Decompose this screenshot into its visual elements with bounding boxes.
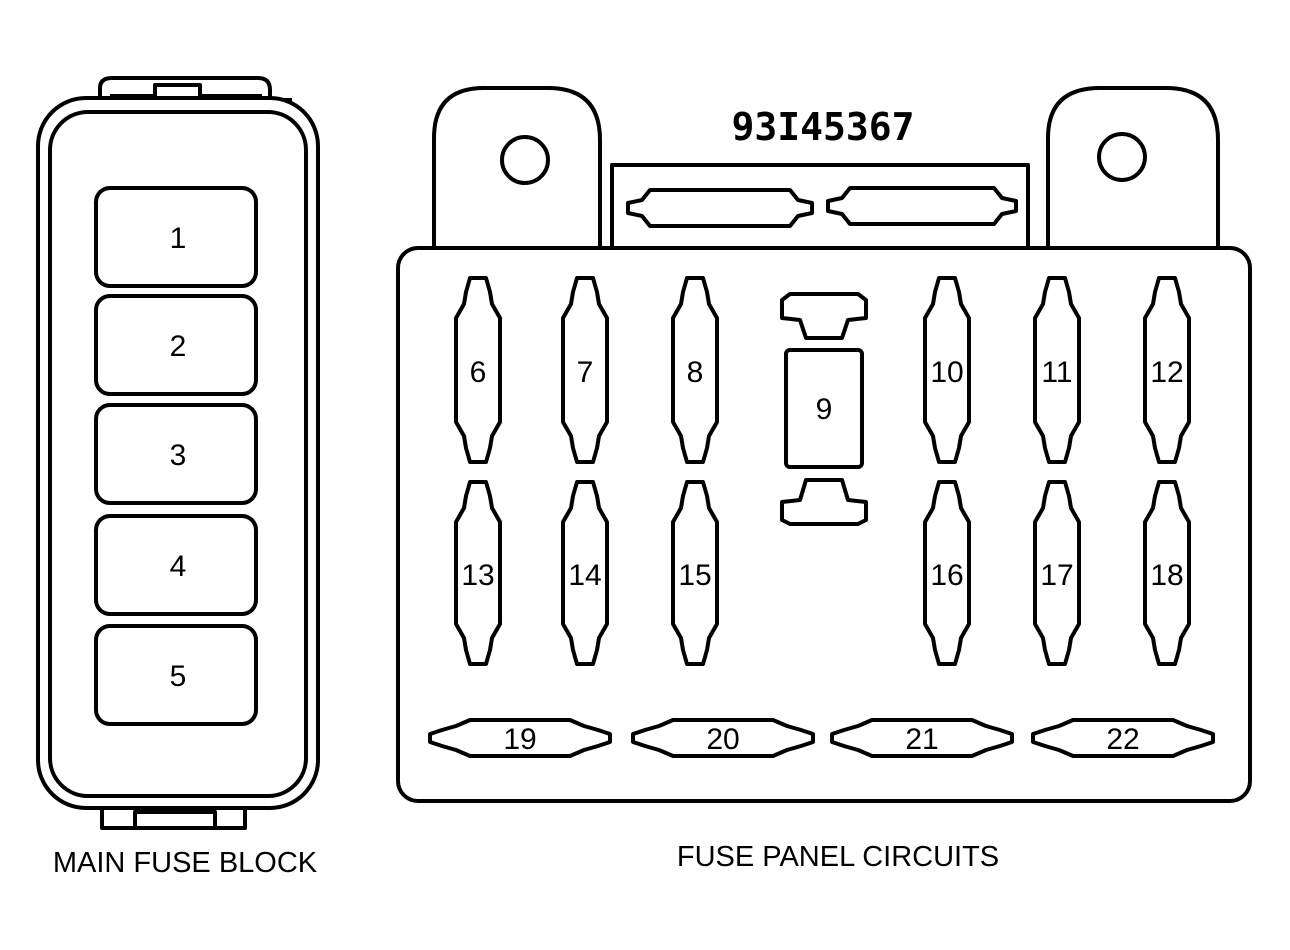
fuse-21-body — [830, 718, 1014, 758]
fuse-15-label: 15 — [678, 559, 711, 592]
main-fuse-1: 1 — [94, 186, 258, 288]
main-fuse-4-label: 4 — [170, 550, 187, 583]
fuse-11-body — [1033, 276, 1081, 464]
fuse-9-top-clip — [780, 292, 868, 340]
connector-header — [610, 163, 1030, 252]
main-fuse-5: 5 — [94, 624, 258, 726]
fuse-22: 22 — [1031, 718, 1215, 758]
main-fuse-2-label: 2 — [170, 330, 187, 363]
fuse-8: 8 — [671, 276, 719, 464]
fuse-6-body — [454, 276, 502, 464]
fuse-panel: 9 6 7 8 10 11 12 13 14 15 16 17 18 19 20 21 22 — [396, 86, 1252, 803]
fuse-22-label: 22 — [1106, 723, 1139, 756]
fuse-10: 10 — [923, 276, 971, 464]
connector-slot-right — [826, 186, 1018, 226]
fuse-13-body — [454, 480, 502, 666]
fuse-12-body — [1143, 276, 1191, 464]
main-fuse-list: 1 2 3 4 5 — [94, 186, 258, 726]
fuse-19-body — [428, 718, 612, 758]
fuse-14-body — [561, 480, 609, 666]
fuse-6-label: 6 — [470, 356, 487, 389]
main-fuse-4-body — [94, 514, 258, 616]
main-fuse-3-body — [94, 403, 258, 505]
part-number: 93I45367 — [731, 105, 914, 149]
main-block-inner — [48, 110, 308, 798]
fuse-17-body — [1033, 480, 1081, 666]
connector-slot-left — [626, 188, 814, 228]
fuse-11: 11 — [1033, 276, 1081, 464]
main-fuse-5-body — [94, 624, 258, 726]
fuse-8-label: 8 — [687, 356, 704, 389]
panel-fuse-list: 6 7 8 10 11 12 13 14 15 16 17 18 19 20 21 22 — [428, 276, 1215, 758]
fuse-13-label: 13 — [461, 559, 494, 592]
fuse-8-body — [671, 276, 719, 464]
fuse-19-label: 19 — [503, 723, 536, 756]
fuse-22-body — [1031, 718, 1215, 758]
fuse-panel-caption: FUSE PANEL CIRCUITS — [677, 841, 999, 873]
main-fuse-4: 4 — [94, 514, 258, 616]
main-fuse-2: 2 — [94, 294, 258, 396]
fuse-13: 13 — [454, 480, 502, 666]
main-fuse-block-caption: MAIN FUSE BLOCK — [53, 847, 318, 879]
right-mounting-hole — [1097, 132, 1147, 182]
fuse-15-body — [671, 480, 719, 666]
fuse-9-bottom-clip — [780, 478, 868, 526]
fuse-7: 7 — [561, 276, 609, 464]
fuse-14-label: 14 — [568, 559, 601, 592]
fuse-7-body — [561, 276, 609, 464]
fuse-19: 19 — [428, 718, 612, 758]
fuse-10-body — [923, 276, 971, 464]
fuse-10-label: 10 — [930, 356, 963, 389]
fuse-9-label: 9 — [816, 393, 833, 426]
main-fuse-1-label: 1 — [170, 222, 187, 255]
fuse-17-label: 17 — [1040, 559, 1073, 592]
left-mounting-hole — [500, 135, 550, 185]
main-fuse-3-label: 3 — [170, 439, 187, 472]
fuse-16-body — [923, 480, 971, 666]
fuse-15: 15 — [671, 480, 719, 666]
fuse-21-label: 21 — [905, 723, 938, 756]
fuse-16: 16 — [923, 480, 971, 666]
fuse-9-body — [784, 348, 864, 469]
fuse-14: 14 — [561, 480, 609, 666]
fuse-7-label: 7 — [577, 356, 594, 389]
fuse-6: 6 — [454, 276, 502, 464]
fuse-9: 9 — [780, 292, 868, 526]
main-fuse-block: 1 2 3 4 5 — [36, 76, 320, 830]
main-fuse-3: 3 — [94, 403, 258, 505]
fuse-16-label: 16 — [930, 559, 963, 592]
main-block-outer — [36, 96, 320, 810]
fuse-12-label: 12 — [1150, 356, 1183, 389]
fuse-18-label: 18 — [1150, 559, 1183, 592]
main-fuse-1-body — [94, 186, 258, 288]
fuse-20-label: 20 — [706, 723, 739, 756]
main-fuse-5-label: 5 — [170, 660, 187, 693]
fuse-18: 18 — [1143, 480, 1191, 666]
fuse-18-body — [1143, 480, 1191, 666]
fuse-20-body — [631, 718, 815, 758]
fuse-20: 20 — [631, 718, 815, 758]
fuse-12: 12 — [1143, 276, 1191, 464]
fuse-11-label: 11 — [1041, 356, 1072, 389]
main-fuse-2-body — [94, 294, 258, 396]
fuse-17: 17 — [1033, 480, 1081, 666]
fuse-21: 21 — [830, 718, 1014, 758]
